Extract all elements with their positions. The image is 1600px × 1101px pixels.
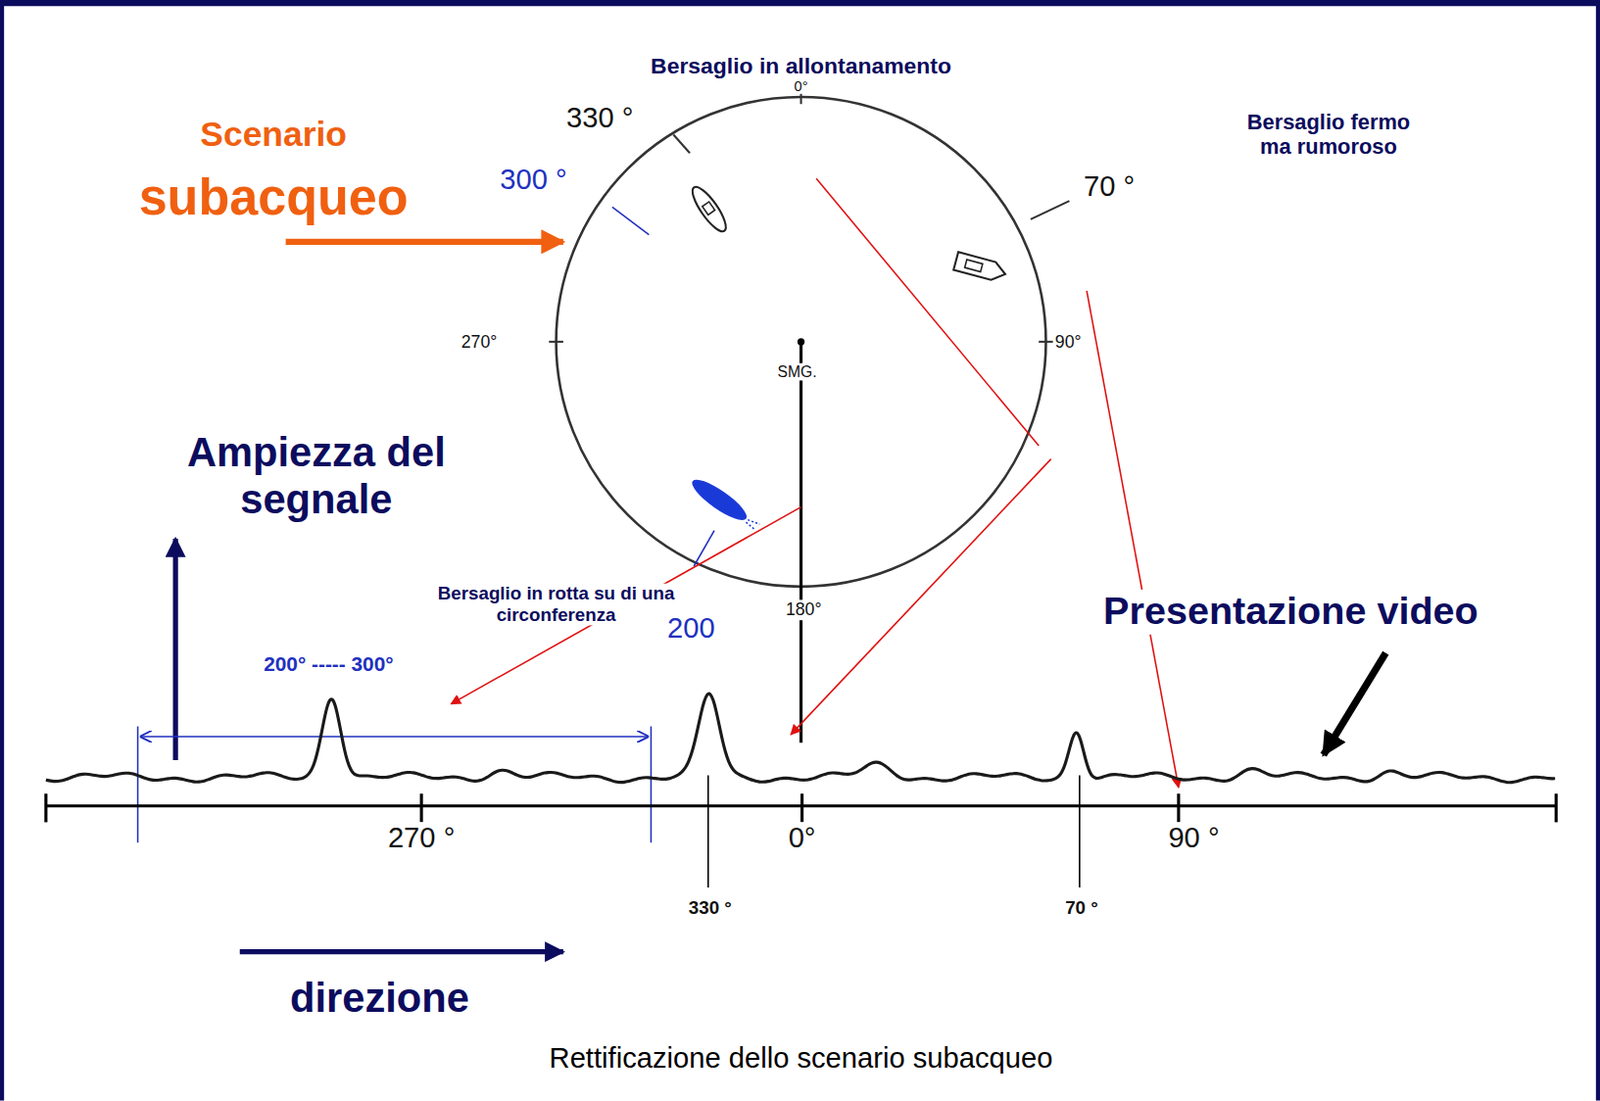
axis-tick-label: 90 ° [1165, 822, 1221, 856]
bearing-label: 200 [665, 612, 718, 646]
bearing-label: 330 ° [564, 101, 636, 136]
leader-arrows [450, 178, 1179, 788]
bearing-label: 0° [791, 77, 810, 95]
noisy-ship [953, 251, 1008, 284]
axis-tick-label: 0° [786, 822, 819, 856]
display-title: Presentazione video [1101, 589, 1481, 634]
bearing-label: 90° [1053, 333, 1084, 353]
own-ship-label: SMG. [775, 363, 820, 382]
bearing-label: 70 ° [1081, 170, 1137, 204]
axis-title: direzione [288, 974, 472, 1022]
bearing-label: 300 ° [497, 163, 570, 197]
figure-caption: Rettificazione dello scenario subacqueo [547, 1042, 1056, 1076]
axis-title: Ampiezza del segnale [109, 428, 523, 523]
receding-ship [686, 183, 731, 237]
amplitude-arrow [173, 538, 179, 761]
signal-trace [46, 693, 1555, 783]
frame-edge [0, 0, 4, 1101]
scenario-arrow [286, 239, 564, 245]
axis-tick-label: 270 ° [386, 822, 458, 856]
target-note: Bersaglio in allontanamento [441, 52, 1161, 79]
compass-ticks [548, 90, 1069, 594]
peak-markers [708, 775, 1080, 889]
bearing-tick [612, 206, 649, 235]
scenario-title: subacqueo [137, 168, 411, 228]
bearing-label: 270° [459, 333, 500, 353]
bearing-line [799, 341, 803, 743]
scenario-title: Scenario [197, 114, 349, 155]
bearing-axis [46, 793, 1556, 823]
frame-band [0, 0, 1600, 6]
direction-arrow [240, 949, 564, 955]
own-ship-dot [797, 338, 805, 345]
peak-label: 330 ° [686, 897, 734, 920]
sector-label: 200° ----- 300° [261, 653, 396, 678]
peak-label: 70 ° [1063, 897, 1101, 920]
target-note: Bersaglio fermo ma rumoroso [1239, 109, 1417, 159]
video-arrow [1323, 653, 1387, 756]
circling-ship [687, 474, 764, 535]
frame-edge [1596, 0, 1600, 1101]
bearing-label: 180° [783, 599, 825, 620]
